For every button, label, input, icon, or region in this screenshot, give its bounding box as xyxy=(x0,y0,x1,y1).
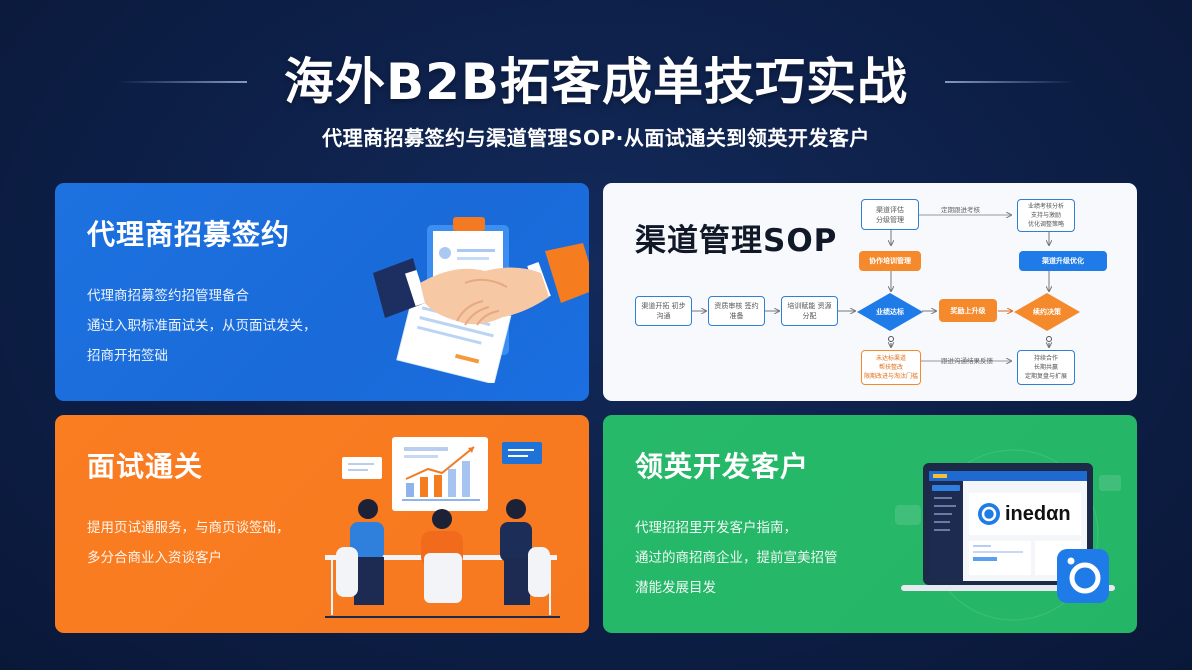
flow-bottom-arrow-label: 跟进沟通结果反馈 xyxy=(941,357,993,365)
card-title: 面试通关 xyxy=(87,450,204,483)
flow-training-bar: 协作培训管理 xyxy=(859,251,921,271)
handshake-contract-icon xyxy=(365,203,589,385)
card-body: 提用页试通服务，与商页谈签础， 多分合商业入资谈客户 xyxy=(87,513,290,573)
flow-evaluate-box: 渠道评估 分级管理 xyxy=(861,199,919,230)
flow-step-3: 培训赋能 资源分配 xyxy=(781,296,838,326)
card-body: 代理商招募签约招管理备合 通过入职标准面试关，从页面试发关， 招商开拓签础 xyxy=(87,281,317,371)
flow-reward-box: 奖励上升级 xyxy=(939,299,997,322)
card-body: 代理招招里开发客户指南， 通过的商招商企业，提前宣美招管 潜能发展目发 xyxy=(635,513,838,603)
flow-analysis-box: 业绩考核分析 支持与激励 优化调整策略 xyxy=(1017,199,1075,232)
card-body-line: 多分合商业入资谈客户 xyxy=(87,550,222,566)
flow-decision-orange: 续约决策 xyxy=(1014,293,1080,331)
card-linkedin-prospecting: 领英开发客户 代理招招里开发客户指南， 通过的商招商企业，提前宣美招管 潜能发展… xyxy=(603,415,1137,633)
card-title: 代理商招募签约 xyxy=(87,218,291,251)
card-body-line: 提用页试通服务，与商页谈签础， xyxy=(87,520,290,536)
flow-step-2: 资质审核 签约准备 xyxy=(708,296,765,326)
laptop-logo-text: inedαn xyxy=(1005,503,1071,525)
linkedin-laptop-icon: inedαn xyxy=(893,445,1133,630)
flowchart-connectors xyxy=(692,183,1052,401)
flow-decision-orange-label: 续约决策 xyxy=(1033,308,1061,316)
card-body-line: 通过的商招商企业，提前宣美招管 xyxy=(635,550,838,566)
card-body-line: 通过入职标准面试关，从页面试发关， xyxy=(87,318,317,334)
card-interview: 面试通关 提用页试通服务，与商页谈签础， 多分合商业入资谈客户 xyxy=(55,415,589,633)
flow-cooperate-box: 持续合作 长期共赢 定期复盘与扩展 xyxy=(1017,350,1075,385)
flow-rectify-box: 未达标渠道 帮扶整改 限期改进与淘汰门槛 xyxy=(861,350,921,385)
flow-step-1: 渠道开拓 初步沟通 xyxy=(635,296,692,326)
card-title: 领英开发客户 xyxy=(635,450,810,483)
flow-top-arrow-label: 定期跟进考核 xyxy=(941,206,980,214)
page-title: 海外B2B拓客成单技巧实战 xyxy=(283,53,908,111)
header: 海外B2B拓客成单技巧实战 代理商招募签约与渠道管理SOP·从面试通关到领英开发… xyxy=(0,0,1192,170)
card-body-line: 代理商招募签约招管理备合 xyxy=(87,288,249,304)
page-subtitle: 代理商招募签约与渠道管理SOP·从面试通关到领英开发客户 xyxy=(322,126,870,150)
title-decoration-left xyxy=(117,81,247,83)
sop-flowchart: 渠道开拓 初步沟通 资质审核 签约准备 培训赋能 资源分配 渠道评估 分级管理 … xyxy=(603,183,1137,401)
card-body-line: 代理招招里开发客户指南， xyxy=(635,520,797,536)
card-body-line: 潜能发展目发 xyxy=(635,580,716,596)
flow-upgrade-bar: 渠道升级优化 xyxy=(1019,251,1107,271)
card-channel-sop: 渠道管理SOP 渠道开拓 初步沟通 资质审核 签约准备 培训赋能 资源分配 xyxy=(603,183,1137,401)
card-title: 渠道管理SOP xyxy=(635,223,838,259)
card-body-line: 招商开拓签础 xyxy=(87,348,168,364)
flow-decision-blue-label: 业绩达标 xyxy=(876,308,904,316)
title-decoration-right xyxy=(945,81,1075,83)
card-agent-recruitment: 代理商招募签约 代理商招募签约招管理备合 通过入职标准面试关，从页面试发关， 招… xyxy=(55,183,589,401)
meeting-chart-icon xyxy=(320,427,580,627)
flow-decision-blue: 业绩达标 xyxy=(857,293,923,331)
